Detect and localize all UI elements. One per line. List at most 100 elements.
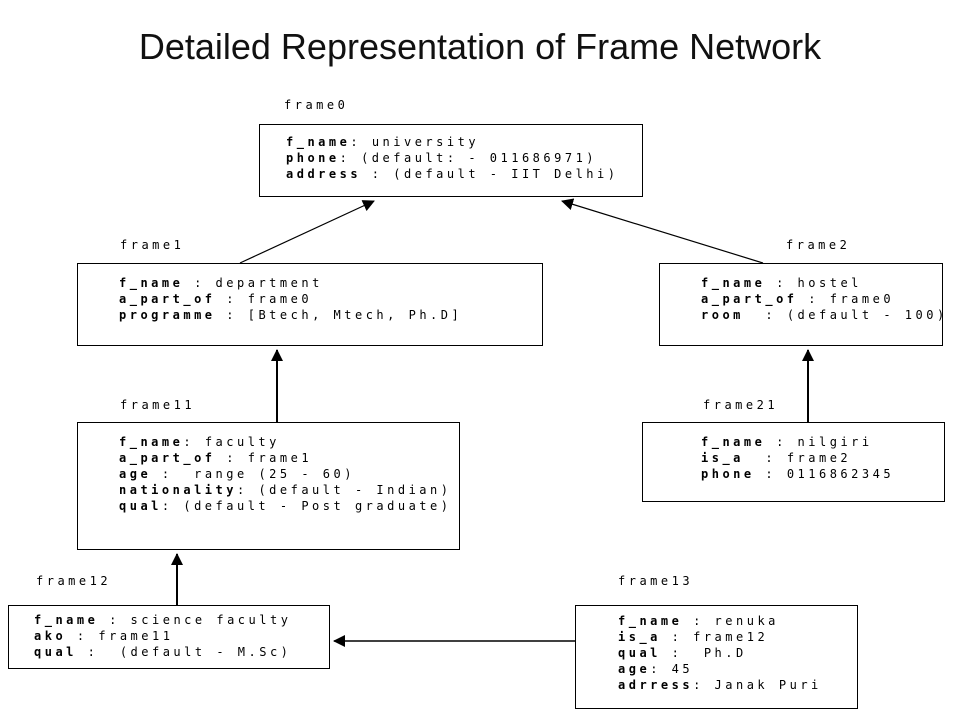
slot-separator: : (66, 629, 99, 643)
slot-key: age (119, 467, 152, 481)
page-title: Detailed Representation of Frame Network (138, 26, 822, 67)
slot-row: age: 45 (618, 661, 693, 677)
slot-key: f_name (286, 135, 351, 149)
slot-separator: : (743, 308, 787, 322)
slot-separator: : (76, 645, 120, 659)
slot-value: faculty (204, 435, 280, 449)
slot-row: f_name : hostel (701, 275, 862, 291)
slot-key: f_name (34, 613, 99, 627)
slot-separator: : (765, 435, 798, 449)
slot-key: phone (701, 467, 755, 481)
arrow-frame2-to-frame0 (561, 198, 764, 264)
frame21-label: frame21 (703, 398, 779, 412)
slot-separator: : (765, 276, 798, 290)
slot-row: a_part_of : frame1 (119, 450, 312, 466)
slot-key: f_name (618, 614, 683, 628)
slot-value: (default - M.Sc) (119, 645, 292, 659)
slot-value: 45 (671, 662, 694, 676)
slot-value: Ph.D (703, 646, 747, 660)
slot-value: department (215, 276, 323, 290)
slot-key: nationality (119, 483, 237, 497)
slot-key: is_a (701, 451, 744, 465)
frame2-label: frame2 (786, 238, 851, 252)
slot-separator: : (183, 435, 205, 449)
slot-key: f_name (701, 276, 766, 290)
slot-value: (default: - 011686971) (361, 151, 598, 165)
frame1-box: f_name : department a_part_of : frame0 p… (77, 263, 543, 346)
slot-separator: : (215, 451, 248, 465)
slot-key: qual (618, 646, 661, 660)
slot-row: f_name: university (286, 134, 479, 150)
slot-row: qual : (default - M.Sc) (34, 644, 291, 660)
slot-value: (default - IIT Delhi) (393, 167, 619, 181)
slot-value: hostel (797, 276, 862, 290)
slot-separator: : (215, 308, 248, 322)
slot-key: is_a (618, 630, 661, 644)
slot-key: room (701, 308, 744, 322)
slot-value: university (371, 135, 480, 149)
slot-row: is_a : frame2 (701, 450, 851, 466)
slot-value: 0116862345 (786, 467, 895, 481)
slot-key: address (286, 167, 362, 181)
slot-separator: : (215, 292, 248, 306)
slot-row: f_name : nilgiri (701, 434, 873, 450)
frame11-box: f_name: faculty a_part_of : frame1 age :… (77, 422, 460, 550)
slot-key: f_name (119, 276, 184, 290)
slot-key: a_part_of (119, 292, 216, 306)
slot-key: f_name (701, 435, 766, 449)
slot-row: age : range (25 - 60) (119, 466, 355, 482)
slot-separator: : (754, 467, 787, 481)
frame0-box: f_name: university phone: (default: - 01… (259, 124, 643, 197)
slot-value: frame0 (829, 292, 895, 306)
frame21-box: f_name : nilgiri is_a : frame2 phone : 0… (642, 422, 945, 502)
slot-key: a_part_of (119, 451, 216, 465)
slot-value: (default - Indian) (258, 483, 452, 497)
slot-row: qual: (default - Post graduate) (119, 498, 451, 514)
slot-separator: : (98, 613, 131, 627)
slot-separator: : (236, 483, 259, 497)
slot-row: f_name : science faculty (34, 612, 291, 628)
slot-separator: : (650, 662, 672, 676)
slot-key: programme (119, 308, 216, 322)
frame13-box: f_name : renuka is_a : frame12 qual : Ph… (575, 605, 858, 709)
slot-key: qual (34, 645, 77, 659)
slot-value: renuka (714, 614, 779, 628)
slot-value: nilgiri (797, 435, 873, 449)
slot-key: qual (119, 499, 162, 513)
slot-row: nationality: (default - Indian) (119, 482, 451, 498)
slot-row: adrress: Janak Puri (618, 677, 822, 693)
frame1-label: frame1 (120, 238, 185, 252)
slot-separator: : (161, 499, 184, 513)
slot-value: frame11 (98, 629, 174, 643)
slot-value: frame2 (786, 451, 852, 465)
slot-row: address : (default - IIT Delhi) (286, 166, 618, 182)
slot-separator: : (743, 451, 787, 465)
slot-row: room : (default - 100) (701, 307, 948, 323)
slot-row: f_name : department (119, 275, 323, 291)
slot-value: [Btech, Mtech, Ph.D] (247, 308, 463, 322)
slot-value: range (25 - 60) (194, 467, 355, 481)
arrow-frame1-to-frame0 (239, 200, 375, 264)
slot-row: f_name: faculty (119, 434, 280, 450)
slot-value: frame0 (247, 292, 313, 306)
frame0-label: frame0 (284, 98, 349, 112)
frame2-box: f_name : hostel a_part_of : frame0 room … (659, 263, 944, 346)
slot-row: programme : [Btech, Mtech, Ph.D] (119, 307, 462, 323)
slot-separator: : (183, 276, 216, 290)
slot-key: adrress (618, 678, 694, 692)
slot-separator: : (660, 646, 704, 660)
slot-separator: : (361, 167, 394, 181)
frame12-label: frame12 (36, 574, 112, 588)
slot-row: qual : Ph.D (618, 645, 747, 661)
slot-separator: : (151, 467, 195, 481)
slot-row: ako : frame11 (34, 628, 173, 644)
slot-value: (default - Post graduate) (183, 499, 452, 513)
slot-row: a_part_of : frame0 (119, 291, 312, 307)
frame12-box: f_name : science faculty ako : frame11 q… (8, 605, 330, 669)
frame11-label: frame11 (120, 398, 196, 412)
slot-key: ako (34, 629, 67, 643)
slot-value: science faculty (130, 613, 292, 627)
slot-row: a_part_of : frame0 (701, 291, 894, 307)
slot-value: frame12 (693, 630, 769, 644)
slot-separator: : (797, 292, 830, 306)
